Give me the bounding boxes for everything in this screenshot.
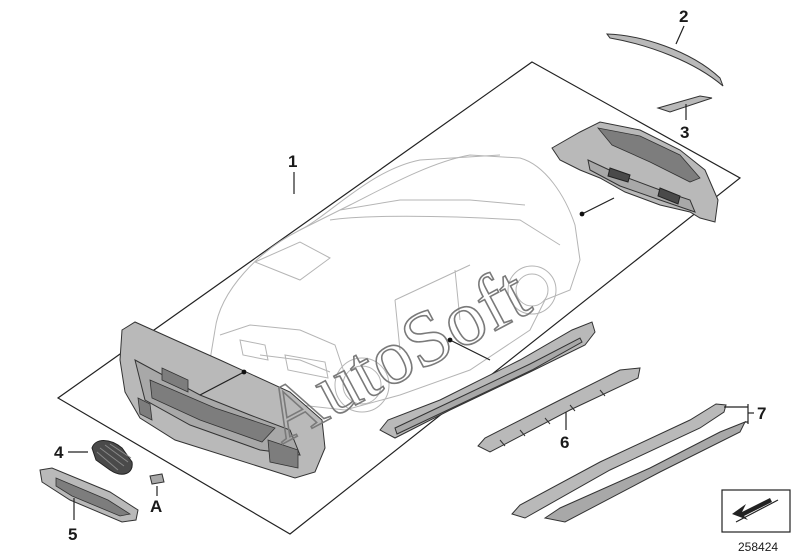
leader-dot-side-skirt [447, 337, 453, 343]
rear-bumper-part [551, 121, 719, 223]
callout-4: 4 [54, 443, 64, 462]
leader-dot-rear-bumper [579, 211, 585, 217]
leader-2 [675, 25, 685, 45]
callout-7: 7 [757, 404, 766, 423]
arrow-down-left-icon [721, 489, 791, 533]
front-bumper-part [119, 321, 326, 479]
leader-front-bumper [199, 371, 245, 396]
callout-3: 3 [680, 123, 689, 142]
lower-grille-mesh-part [39, 467, 139, 523]
side-trim-part-6 [477, 367, 641, 453]
callout-a: A [150, 497, 162, 516]
callout-6: 6 [560, 433, 569, 452]
rear-spoiler-part [605, 33, 724, 87]
leader-dot-front-bumper [241, 369, 247, 375]
kit-boundary [56, 61, 742, 535]
side-skirt-part [379, 321, 596, 439]
leader-rear-bumper [581, 197, 615, 215]
kidney-grille-part [91, 440, 133, 475]
diagram-id: 258424 [738, 540, 778, 554]
callout-1: 1 [288, 152, 297, 171]
callout-2: 2 [679, 7, 688, 26]
spoiler-trim-strip [656, 95, 713, 113]
clip-part-a [149, 473, 165, 485]
sill-trim-parts-7 [511, 403, 747, 523]
leader-side-skirt [449, 339, 491, 361]
callout-5: 5 [68, 525, 77, 544]
